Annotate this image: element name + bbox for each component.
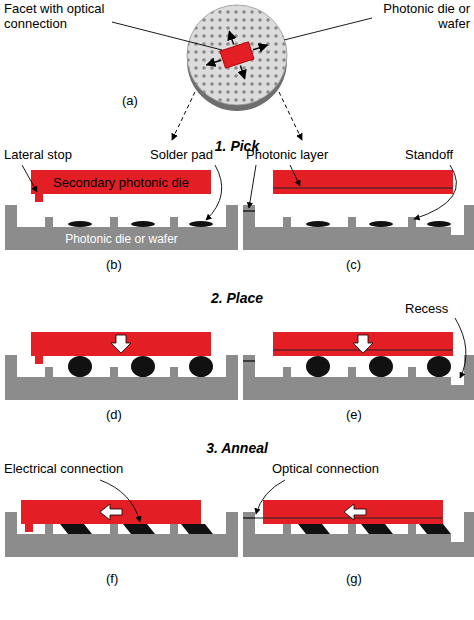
part-name: Photonic layer [246,148,356,163]
node-text: Secondary photonic die [53,175,189,190]
callout-text: Facet with optical connection [4,2,116,32]
step-heading: 2. Place [162,290,312,306]
panel-letter: (d) [106,408,136,423]
panel-letter: (c) [346,258,376,273]
panel-letter: (f) [106,572,136,587]
panel-letter: (e) [346,408,376,423]
part-name: Solder pad [150,148,230,163]
wafer-label-box: Photonic die or wafer [5,228,238,249]
panel-letter: (g) [346,572,376,587]
step-heading: 3. Anneal [162,440,312,456]
part-name: Electrical connection [4,462,164,477]
node-text: Photonic die or wafer [65,232,178,246]
panel-letter: (a) [122,94,152,109]
part-name: Lateral stop [4,148,104,163]
die-label-box: Secondary photonic die [31,170,211,194]
part-name: Photonic die or wafer [376,2,470,32]
part-name: Standoff [405,148,471,163]
part-name: Optical connection [272,462,432,477]
panel-letter: (b) [106,258,136,273]
part-name: Recess [405,302,465,317]
